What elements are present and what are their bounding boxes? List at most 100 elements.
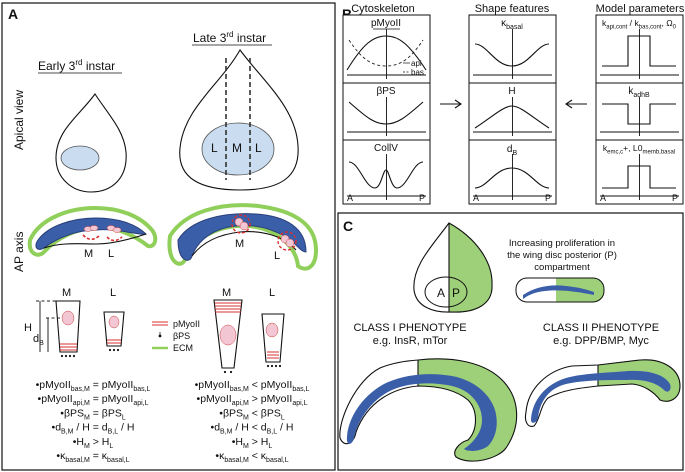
late-equation: •κbasal,M < κbasal,L xyxy=(215,450,288,464)
early-myoii-m xyxy=(82,234,100,241)
early-epithelium xyxy=(35,217,147,250)
late-cell-L-myoii xyxy=(267,351,279,359)
early-instar-title: Early 3rd instar xyxy=(38,58,115,73)
shape-h-curve xyxy=(474,105,550,129)
cyto-bps-label: βPS xyxy=(376,86,395,97)
panel-b: B Cytoskeleton Shape features Model para… xyxy=(342,3,685,205)
late-apical-L-left: L xyxy=(211,141,218,155)
early-equation: •pMyoIIbas,M = pMyoIIbas,L xyxy=(36,379,151,393)
cyto-pmyoii-api-curve xyxy=(346,35,427,71)
early-pouch xyxy=(60,145,100,171)
late-cell-M-label: M xyxy=(222,287,231,299)
class2-epithelium xyxy=(531,370,671,423)
apical-view-label: Apical view xyxy=(12,90,26,150)
early-disc-outline xyxy=(55,93,127,193)
early-equation: •dB,M / H = dB,L / H xyxy=(52,422,135,436)
panel-c-label: C xyxy=(343,218,353,234)
early-basal-line xyxy=(43,233,147,249)
early-ap-M: M xyxy=(84,248,93,260)
model-emc-label: kemc,c+, L0memb,basal xyxy=(603,143,675,156)
class2-outline xyxy=(524,359,681,427)
shape-kappa-curve xyxy=(474,43,550,67)
model-adh-label: kadhB xyxy=(628,86,650,99)
legend-ecm: ECM xyxy=(173,343,193,353)
early-cell-L-myoii xyxy=(107,339,121,344)
late-equation: •HM > HL xyxy=(232,436,273,450)
panel-a: A Apical view AP axis Early 3rd instar L… xyxy=(1,2,336,471)
prolif-P: P xyxy=(452,286,460,300)
axis-a-label-0: A xyxy=(347,193,353,203)
class1-sub: e.g. InsR, mTor xyxy=(373,335,448,347)
early-cell-L-bps xyxy=(108,348,120,352)
small-section-outline xyxy=(515,277,605,303)
late-cell-L-nucleus xyxy=(265,322,279,338)
early-cell-L-label: L xyxy=(110,287,116,299)
cyto-bas-label: bas xyxy=(411,68,424,77)
early-cell-M-myoii xyxy=(60,343,77,351)
late-cell-M-bps xyxy=(223,370,233,374)
model-adh-curve xyxy=(602,103,676,125)
prolif-A: A xyxy=(437,286,445,300)
prolif-text-2: the wing disc posterior (P) xyxy=(507,250,617,261)
col-cytoskeleton: Cytoskeleton xyxy=(351,3,415,15)
panel-c: C A P Increasing proliferation in the wi… xyxy=(337,212,684,471)
shape-db-curve xyxy=(474,167,550,189)
legend-bps: βPS xyxy=(173,331,190,341)
model-contractility-label: kapi,cont / kbas,cont, Ω0 xyxy=(602,18,677,31)
early-ecm xyxy=(27,205,158,257)
legend-pmyoii-swatch xyxy=(152,321,168,326)
late-cell-M-nucleus xyxy=(219,324,237,346)
late-equation: •dB,M / H < dB,L / H xyxy=(211,422,294,436)
early-cell-M xyxy=(55,300,81,353)
axis-a-label-2: A xyxy=(600,193,606,203)
prolif-text-3: compartment xyxy=(534,262,590,273)
early-cell-L-nucleus xyxy=(108,315,120,329)
early-myoii-l xyxy=(106,236,123,242)
late-cell-M-myoii xyxy=(215,302,241,313)
class2-title: CLASS II PHENOTYPE xyxy=(543,322,659,334)
small-section-epithelium xyxy=(523,285,594,299)
early-cell-M-nucleus xyxy=(61,310,75,326)
posterior-compartment xyxy=(449,223,493,313)
panel-a-frame xyxy=(1,2,336,471)
legend: pMyoII βPS ECM xyxy=(152,319,200,353)
late-ap-M: M xyxy=(235,238,244,250)
class2-sub: e.g. DPP/BMP, Myc xyxy=(553,335,649,347)
prolif-text-1: Increasing proliferation in xyxy=(509,238,615,249)
h-label: H xyxy=(24,322,32,334)
early-ap-L: L xyxy=(108,248,114,260)
late-ap-L: L xyxy=(274,250,280,262)
shape-h-label: H xyxy=(508,86,515,97)
shape-db-label: dB xyxy=(507,144,518,157)
db-label: dB xyxy=(33,333,44,347)
model-emc-curve xyxy=(602,165,676,189)
col-model-parameters: Model parameters xyxy=(596,3,685,15)
axis-p-label-0: P xyxy=(419,193,425,203)
ap-axis-label: AP axis xyxy=(12,232,26,272)
late-equations: •pMyoIIbas,M < pMyoIIbas,L•pMyoIIapi,M >… xyxy=(195,379,310,464)
axis-a-label-1: A xyxy=(473,193,479,203)
late-apical-M: M xyxy=(232,141,242,155)
early-cell-M-label: M xyxy=(62,287,71,299)
panel-c-frame xyxy=(337,212,684,471)
col-shape-features: Shape features xyxy=(475,3,550,15)
cyto-pmyoii-label: pMyoII xyxy=(371,18,401,29)
class1-outline xyxy=(339,358,518,462)
cyto-api-label: api xyxy=(411,59,422,68)
panel-a-label: A xyxy=(8,6,18,22)
late-equation: •pMyoIIbas,M < pMyoIIbas,L xyxy=(195,379,310,393)
panel-b-label: B xyxy=(342,6,352,22)
cyto-collv-curve xyxy=(348,161,424,189)
late-nuclei xyxy=(234,217,295,248)
late-myoii-m xyxy=(231,214,251,234)
legend-pmyoii: pMyoII xyxy=(173,319,200,329)
class1-epithelium xyxy=(346,374,497,451)
late-equation: •pMyoIIapi,M > pMyoIIapi,L xyxy=(197,393,308,407)
class1-title: CLASS I PHENOTYPE xyxy=(353,322,466,334)
late-pouch xyxy=(201,122,275,176)
late-instar-title: Late 3rd instar xyxy=(193,30,266,45)
early-equation: •βPSM = βPSL xyxy=(60,407,126,421)
late-disc-outline xyxy=(179,49,299,191)
shape-kappa-label: κbasal xyxy=(501,18,523,31)
